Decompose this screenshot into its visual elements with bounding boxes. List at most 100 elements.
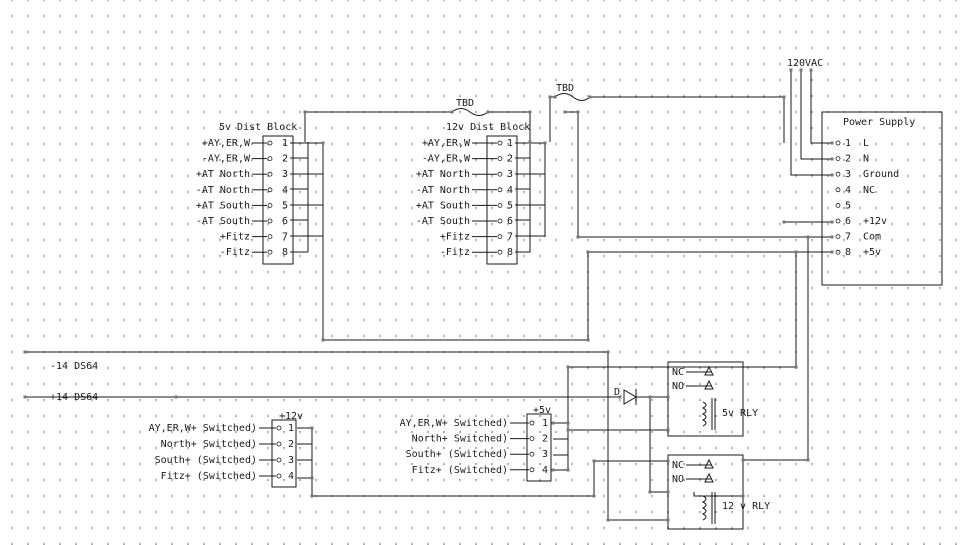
- dist-block-12v-pin-5: [497, 202, 503, 208]
- switched-block-5v-pin-number-2: 2: [542, 434, 548, 445]
- junction-node: [310, 426, 314, 430]
- dist-block-12v-label-5: +AT South: [416, 200, 470, 211]
- switched-block-12v-label-1: AY,ER,W+ Switched): [149, 423, 257, 434]
- switched-block-5v-pin-3: [529, 451, 535, 457]
- switched-block-5v-label-2: North+ Switched): [412, 434, 508, 445]
- junction-node: [782, 95, 786, 99]
- switched-block-12v-label-4: Fitz+ (Switched): [161, 471, 257, 482]
- supply-pin-label-2: N: [863, 154, 869, 165]
- junction-node: [528, 140, 532, 144]
- dist-block-12v-pin-number-2: 2: [507, 154, 513, 165]
- dist-block-12v-pin-7: [497, 234, 503, 240]
- relay-12v-contact-arrows: [704, 458, 714, 483]
- supply-pin-label-3: Ground: [863, 169, 899, 180]
- ac-input-label: 120VAC: [787, 58, 823, 69]
- switched-block-5v-pin-number-4: 4: [542, 465, 548, 476]
- junction-node: [566, 428, 570, 432]
- wire-diode-to-relay12: [649, 397, 668, 493]
- diode-label: D: [614, 387, 620, 398]
- junction-node: [310, 494, 314, 498]
- junction-node: [806, 458, 810, 462]
- dist-block-5v-label-6: -AT South: [196, 216, 250, 227]
- dist-block-12v-pin-8: [497, 249, 503, 255]
- junction-node: [666, 428, 670, 432]
- dist-block-5v-body: [262, 135, 294, 265]
- switched-block-12v-label-2: North+ Switched): [161, 439, 257, 450]
- dist-block-12v-label-1: +AY,ER,W: [422, 138, 471, 149]
- switched-block-12v-pin-number-3: 3: [288, 455, 294, 466]
- switched-block-5v-body: [526, 413, 552, 482]
- dist-block-5v-label-8: -Fitz: [220, 247, 250, 258]
- dist-block-5v-pin-number-3: 3: [282, 169, 288, 180]
- junction-node: [789, 68, 793, 72]
- junction-node: [23, 350, 27, 354]
- relay-5v-nc-label: NC: [672, 367, 684, 378]
- dist-block-12v-pin-number-5: 5: [507, 200, 513, 211]
- supply-pin-4: [835, 187, 841, 193]
- dist-block-12v-pin-4: [497, 187, 503, 193]
- supply-pin-number-5: 5: [845, 200, 851, 211]
- junction-node: [551, 421, 555, 425]
- relay-5v-no-label: NO: [672, 381, 684, 392]
- switched-block-12v-pin-3: [276, 457, 282, 463]
- junction-node: [830, 220, 834, 224]
- junction-node: [486, 110, 490, 114]
- junction-node: [830, 235, 834, 239]
- dist-block-12v-pin-1: [497, 140, 503, 146]
- supply-pin-number-7: 7: [845, 232, 851, 243]
- power-supply-body: [821, 111, 943, 286]
- junction-node: [606, 518, 610, 522]
- junction-node: [576, 110, 580, 114]
- wire-12v-to-relay: [743, 237, 809, 461]
- wire-5v-to-relay: [568, 252, 797, 368]
- dist-block-12v-pin-number-7: 7: [507, 232, 513, 243]
- supply-pin-number-2: 2: [845, 154, 851, 165]
- supply-pin-5: [835, 202, 841, 208]
- supply-pin-number-3: 3: [845, 169, 851, 180]
- relay-12v-label: 12 v RLY: [722, 501, 770, 512]
- junction-node: [606, 350, 610, 354]
- junction-node: [799, 68, 803, 72]
- junction-node: [666, 490, 670, 494]
- dist-block-5v-pin-5: [267, 202, 273, 208]
- wire-12v-neg-bus: [515, 142, 531, 253]
- wire-relay12-out: [693, 492, 743, 497]
- junction-node: [321, 141, 325, 145]
- junction-node: [566, 421, 570, 425]
- dist-block-12v-pin-number-3: 3: [507, 169, 513, 180]
- junction-node: [809, 68, 813, 72]
- dist-block-5v-label-4: -AT North: [196, 185, 250, 196]
- switched-block-12v-pin-4: [276, 473, 282, 479]
- junction-node: [830, 157, 834, 161]
- junction-node: [543, 141, 547, 145]
- switched-block-12v-pin-1: [276, 425, 282, 431]
- fuse-2-label: TBD: [556, 83, 574, 94]
- dist-block-5v-pin-number-2: 2: [282, 154, 288, 165]
- supply-pin-label-8: +5v: [863, 247, 881, 258]
- dist-block-5v-pin-8: [267, 249, 273, 255]
- dist-block-12v-label-7: +Fitz: [440, 232, 470, 243]
- wire-relay5-coil: [567, 367, 668, 431]
- junction-node: [782, 220, 786, 224]
- junction-node: [830, 141, 834, 145]
- switched-block-12v-title: +12v: [279, 411, 303, 422]
- dist-block-12v-body: [486, 135, 518, 265]
- wire-fuse2-to-supply: [590, 96, 785, 143]
- dist-block-5v-pin-4: [267, 187, 273, 193]
- junction-node: [528, 110, 532, 114]
- diode: D: [614, 387, 637, 405]
- dist-block-12v-pin-3: [497, 171, 503, 177]
- dist-block-5v-label-1: +AY,ER,W: [202, 138, 251, 149]
- dist-block-5v-pin-number-6: 6: [282, 216, 288, 227]
- diode-symbol: [623, 389, 637, 405]
- dist-block-5v-title: 5v Dist Block: [219, 122, 297, 133]
- supply-pin-6: [835, 218, 841, 224]
- relay-5v-coil: [701, 401, 707, 427]
- junction-node: [588, 95, 592, 99]
- supply-pin-label-7: Com: [863, 232, 881, 243]
- switched-block-12v-label-3: South+ (Switched): [155, 455, 257, 466]
- switched-block-12v-pin-number-1: 1: [288, 423, 294, 434]
- junction-node: [586, 250, 590, 254]
